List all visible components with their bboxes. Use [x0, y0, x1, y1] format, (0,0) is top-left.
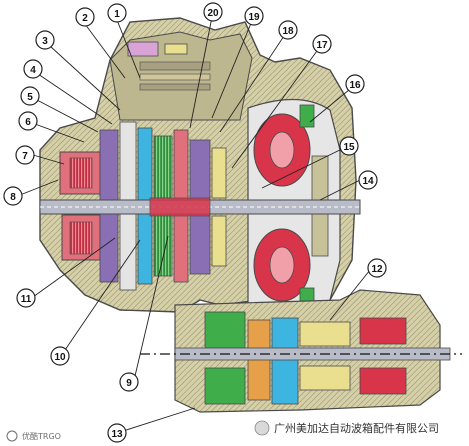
- svg-text:19: 19: [248, 12, 260, 23]
- svg-text:15: 15: [343, 142, 355, 153]
- callout-2: 2: [75, 7, 95, 27]
- callout-6: 6: [18, 111, 38, 131]
- corner-watermark: 优酷TRGO: [6, 430, 61, 442]
- callout-11: 11: [16, 288, 36, 308]
- wechat-icon: [254, 420, 270, 436]
- callout-16: 16: [345, 74, 365, 94]
- svg-text:9: 9: [126, 378, 132, 389]
- callout-15: 15: [339, 136, 359, 156]
- svg-text:11: 11: [21, 294, 32, 305]
- callout-19: 19: [244, 6, 264, 26]
- svg-text:优酷TRGO: 优酷TRGO: [22, 431, 61, 441]
- svg-text:17: 17: [316, 40, 328, 51]
- company-watermark: 广州美加达自动波箱配件有限公司: [254, 420, 439, 436]
- svg-text:12: 12: [371, 264, 383, 275]
- callout-7: 7: [15, 145, 35, 165]
- svg-text:16: 16: [349, 80, 361, 91]
- callout-5: 5: [20, 86, 40, 106]
- svg-text:4: 4: [30, 65, 36, 76]
- svg-text:6: 6: [25, 117, 31, 128]
- callout-17: 17: [312, 34, 332, 54]
- callout-12: 12: [367, 258, 387, 278]
- callout-14: 14: [358, 170, 378, 190]
- svg-text:14: 14: [362, 176, 374, 187]
- leader-lines: [19, 11, 371, 433]
- svg-text:8: 8: [10, 192, 16, 203]
- callout-18: 18: [278, 20, 298, 40]
- svg-text:广州美加达自动波箱配件有限公司: 广州美加达自动波箱配件有限公司: [274, 421, 439, 435]
- svg-text:10: 10: [54, 352, 66, 363]
- clutch-packs: [99, 121, 227, 291]
- main-shaft: [39, 197, 361, 217]
- svg-text:13: 13: [111, 429, 123, 440]
- callout-4: 4: [23, 59, 43, 79]
- callout-1: 1: [107, 3, 127, 23]
- svg-text:5: 5: [27, 92, 33, 103]
- svg-text:2: 2: [82, 13, 88, 24]
- callout-10: 10: [50, 346, 70, 366]
- callout-3: 3: [35, 30, 55, 50]
- differential-assembly: [140, 289, 462, 413]
- svg-text:20: 20: [207, 8, 219, 19]
- svg-text:7: 7: [22, 151, 28, 162]
- callout-13: 13: [107, 423, 127, 443]
- svg-text:1: 1: [114, 9, 120, 20]
- callout-9: 9: [119, 372, 139, 392]
- svg-text:18: 18: [282, 26, 294, 37]
- svg-text:3: 3: [42, 36, 48, 47]
- callout-20: 20: [203, 2, 223, 22]
- callout-8: 8: [3, 186, 23, 206]
